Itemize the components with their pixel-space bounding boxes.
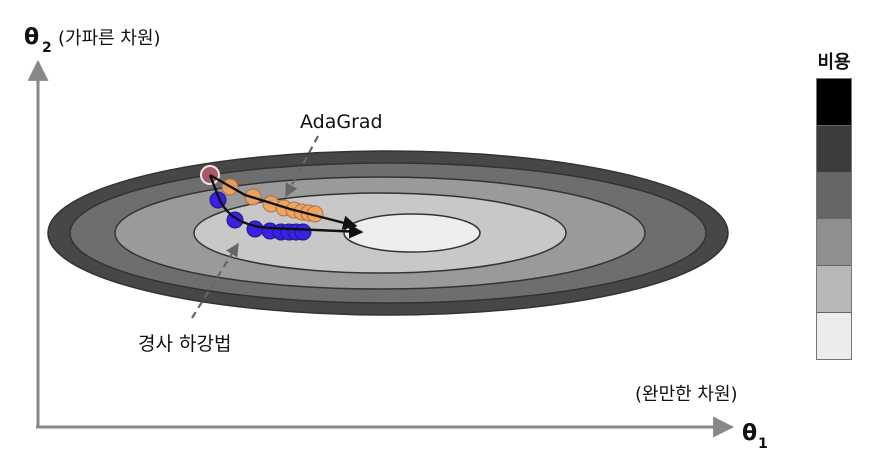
- y-axis-subscript: 2: [42, 40, 52, 56]
- x-axis-label: (완만한 차원): [635, 384, 738, 405]
- cost-legend: [816, 78, 852, 360]
- legend-swatch: [817, 219, 851, 267]
- gd-direction-arrow: [208, 174, 364, 239]
- y-axis-symbol: θ: [24, 25, 39, 50]
- legend-swatch: [817, 172, 851, 220]
- cost-contours: [47, 150, 729, 316]
- gd-point: [294, 223, 312, 241]
- gd-path: [209, 191, 312, 241]
- legend-swatch: [817, 313, 851, 359]
- adagrad-label: AdaGrad: [300, 111, 383, 133]
- adagrad-direction-arrow: [209, 173, 358, 230]
- legend-swatch: [817, 79, 851, 126]
- legend-title: 비용: [817, 52, 851, 73]
- x-axis-symbol: θ: [742, 421, 757, 446]
- legend-swatch: [817, 125, 851, 173]
- x-axis-subscript: 1: [758, 436, 768, 452]
- legend-swatch: [817, 266, 851, 314]
- y-axis-label: (가파른 차원): [58, 28, 161, 49]
- adagrad-path: [221, 178, 324, 223]
- contour-ring-5: [343, 213, 481, 253]
- gd-pointer: [191, 242, 239, 319]
- gd-label: 경사 하강법: [138, 333, 231, 355]
